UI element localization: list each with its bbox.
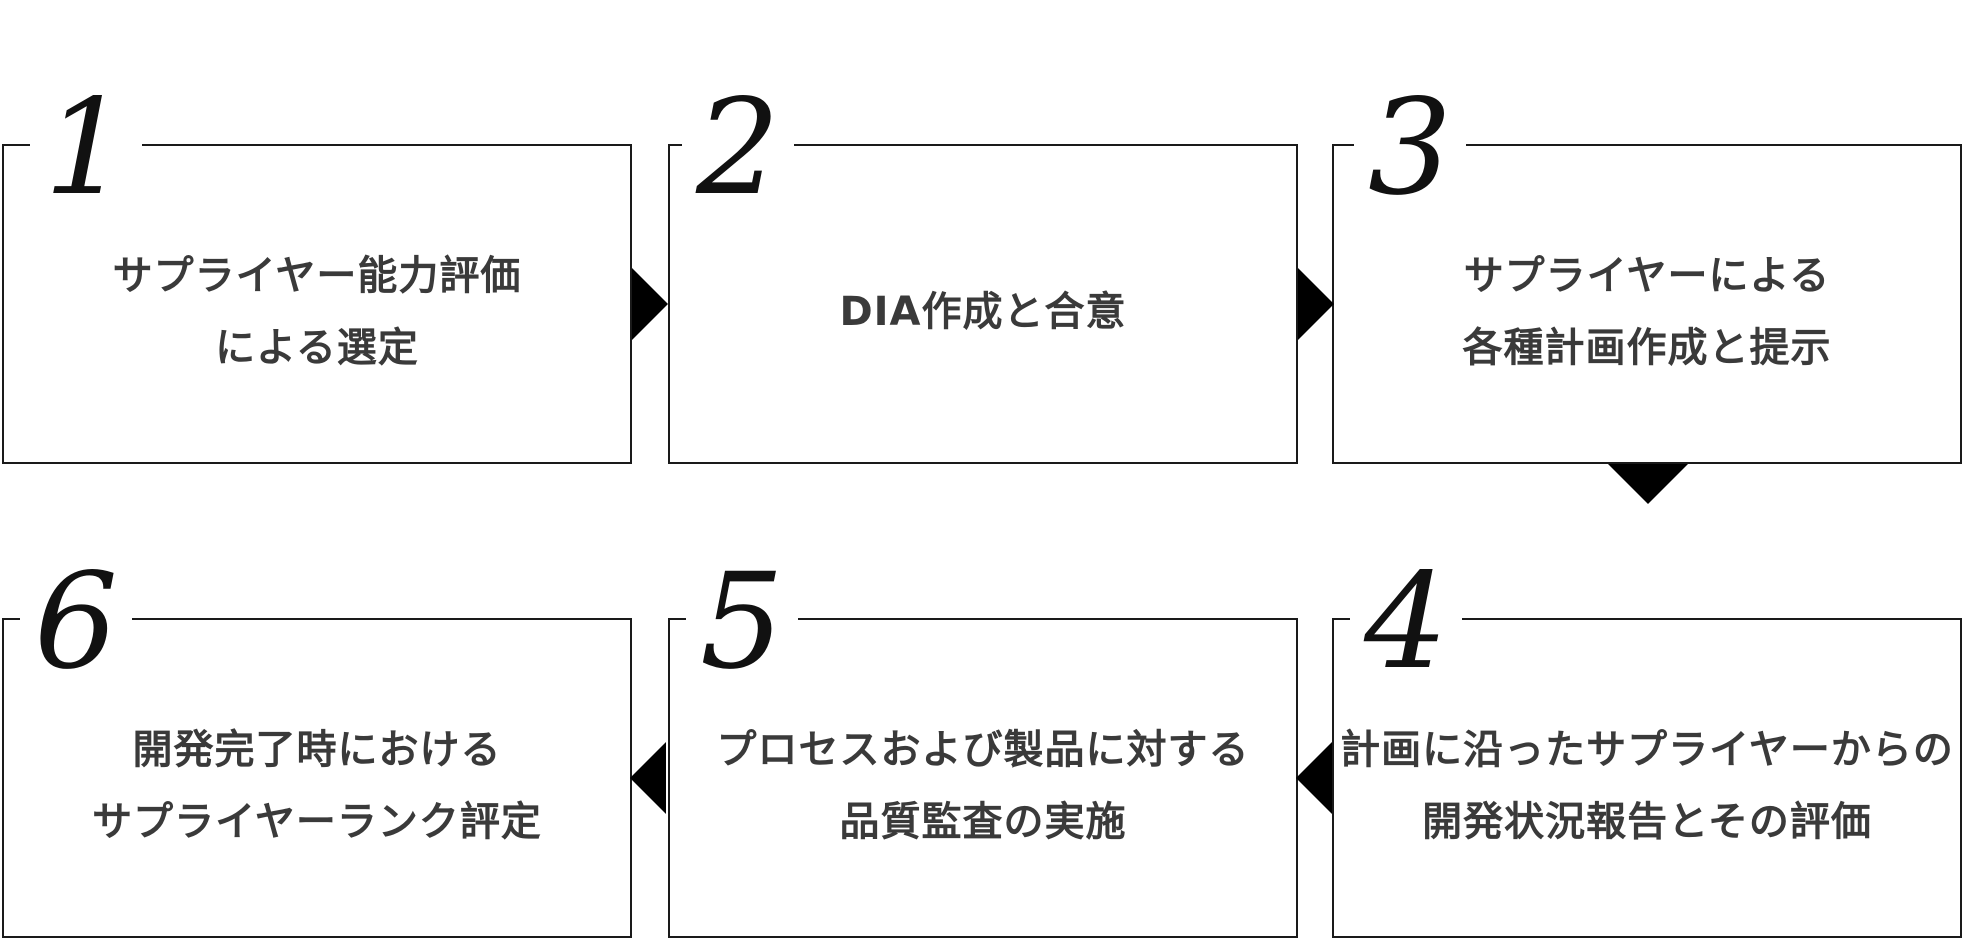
step-5-label: プロセスおよび製品に対する 品質監査の実施	[716, 727, 1250, 845]
arrow-left-4-to-5	[1296, 742, 1332, 814]
step-5-number: 5	[686, 556, 798, 688]
arrow-left-5-to-6	[630, 742, 666, 814]
step-1-label: サプライヤー能力評価 による選定	[112, 253, 522, 371]
step-4-box: 計画に沿ったサプライヤーからの 開発状況報告とその評価	[1332, 618, 1962, 938]
step-6-number: 6	[20, 556, 132, 688]
step-2-box: DIA作成と合意	[668, 144, 1298, 464]
step-1-number: 1	[30, 82, 142, 214]
step-6-label: 開発完了時における サプライヤーランク評定	[92, 727, 542, 845]
step-3-number: 3	[1354, 82, 1466, 214]
arrow-right-2-to-3	[1298, 268, 1334, 340]
step-3-label: サプライヤーによる 各種計画作成と提示	[1462, 253, 1832, 371]
arrow-right-1-to-2	[632, 268, 668, 340]
step-2-label: DIA作成と合意	[839, 289, 1127, 335]
step-4-number: 4	[1350, 556, 1462, 688]
step-5-box: プロセスおよび製品に対する 品質監査の実施	[668, 618, 1298, 938]
step-2-number: 2	[682, 82, 794, 214]
arrow-down-3-to-4	[1608, 464, 1688, 504]
step-4-label: 計画に沿ったサプライヤーからの 開発状況報告とその評価	[1340, 727, 1954, 845]
